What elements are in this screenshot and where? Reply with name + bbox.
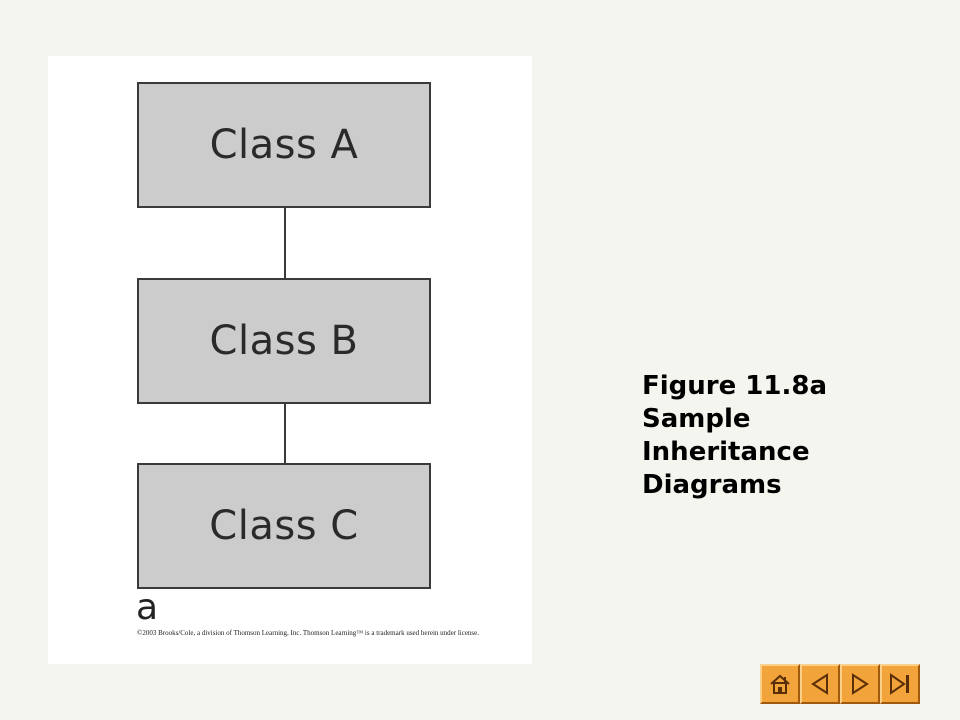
class-a-label: Class A bbox=[209, 122, 359, 168]
caption-line-2: Sample bbox=[642, 404, 751, 434]
figure-caption: Figure 11.8a Sample Inheritance Diagrams bbox=[642, 370, 827, 502]
figure-sub-label: a bbox=[136, 587, 159, 628]
slide-navigation bbox=[760, 664, 920, 704]
class-b-box: Class B bbox=[137, 278, 431, 404]
next-icon bbox=[852, 673, 869, 695]
class-c-box: Class C bbox=[137, 463, 431, 589]
home-button[interactable] bbox=[760, 664, 800, 704]
caption-line-4: Diagrams bbox=[642, 470, 782, 500]
class-c-label: Class C bbox=[209, 503, 359, 549]
last-button[interactable] bbox=[880, 664, 920, 704]
home-icon bbox=[770, 674, 790, 694]
previous-icon bbox=[811, 673, 828, 695]
caption-line-3: Inheritance bbox=[642, 437, 810, 467]
last-icon bbox=[890, 673, 909, 695]
class-b-label: Class B bbox=[209, 318, 359, 364]
previous-button[interactable] bbox=[800, 664, 840, 704]
inheritance-connector-a-b bbox=[284, 208, 286, 278]
next-button[interactable] bbox=[840, 664, 880, 704]
copyright-notice: ©2003 Brooks/Cole, a division of Thomson… bbox=[137, 629, 480, 637]
caption-line-1: Figure 11.8a bbox=[642, 371, 827, 401]
inheritance-connector-b-c bbox=[284, 404, 286, 463]
class-a-box: Class A bbox=[137, 82, 431, 208]
